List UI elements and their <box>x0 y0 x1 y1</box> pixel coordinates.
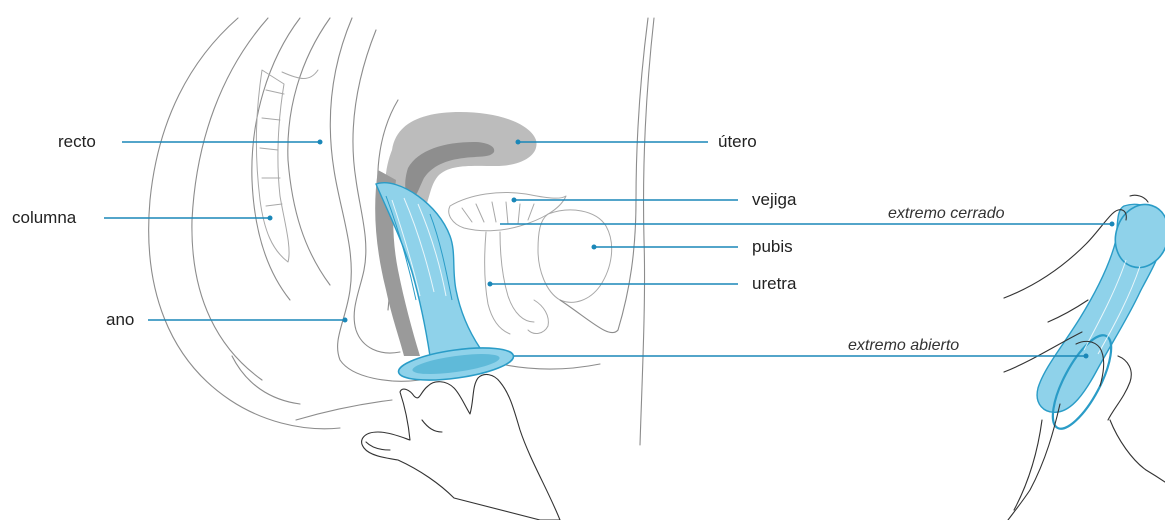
label-recto: recto <box>58 132 96 152</box>
hand-inserting <box>362 375 560 520</box>
label-columna: columna <box>12 208 76 228</box>
leader-lines <box>104 140 1115 359</box>
label-extremo-abierto: extremo abierto <box>848 336 959 356</box>
label-utero: útero <box>718 132 757 152</box>
label-extremo-cerrado: extremo cerrado <box>888 204 1005 224</box>
label-uretra: uretra <box>752 274 796 294</box>
label-ano: ano <box>106 310 134 330</box>
label-vejiga: vejiga <box>752 190 796 210</box>
label-pubis: pubis <box>752 237 793 257</box>
